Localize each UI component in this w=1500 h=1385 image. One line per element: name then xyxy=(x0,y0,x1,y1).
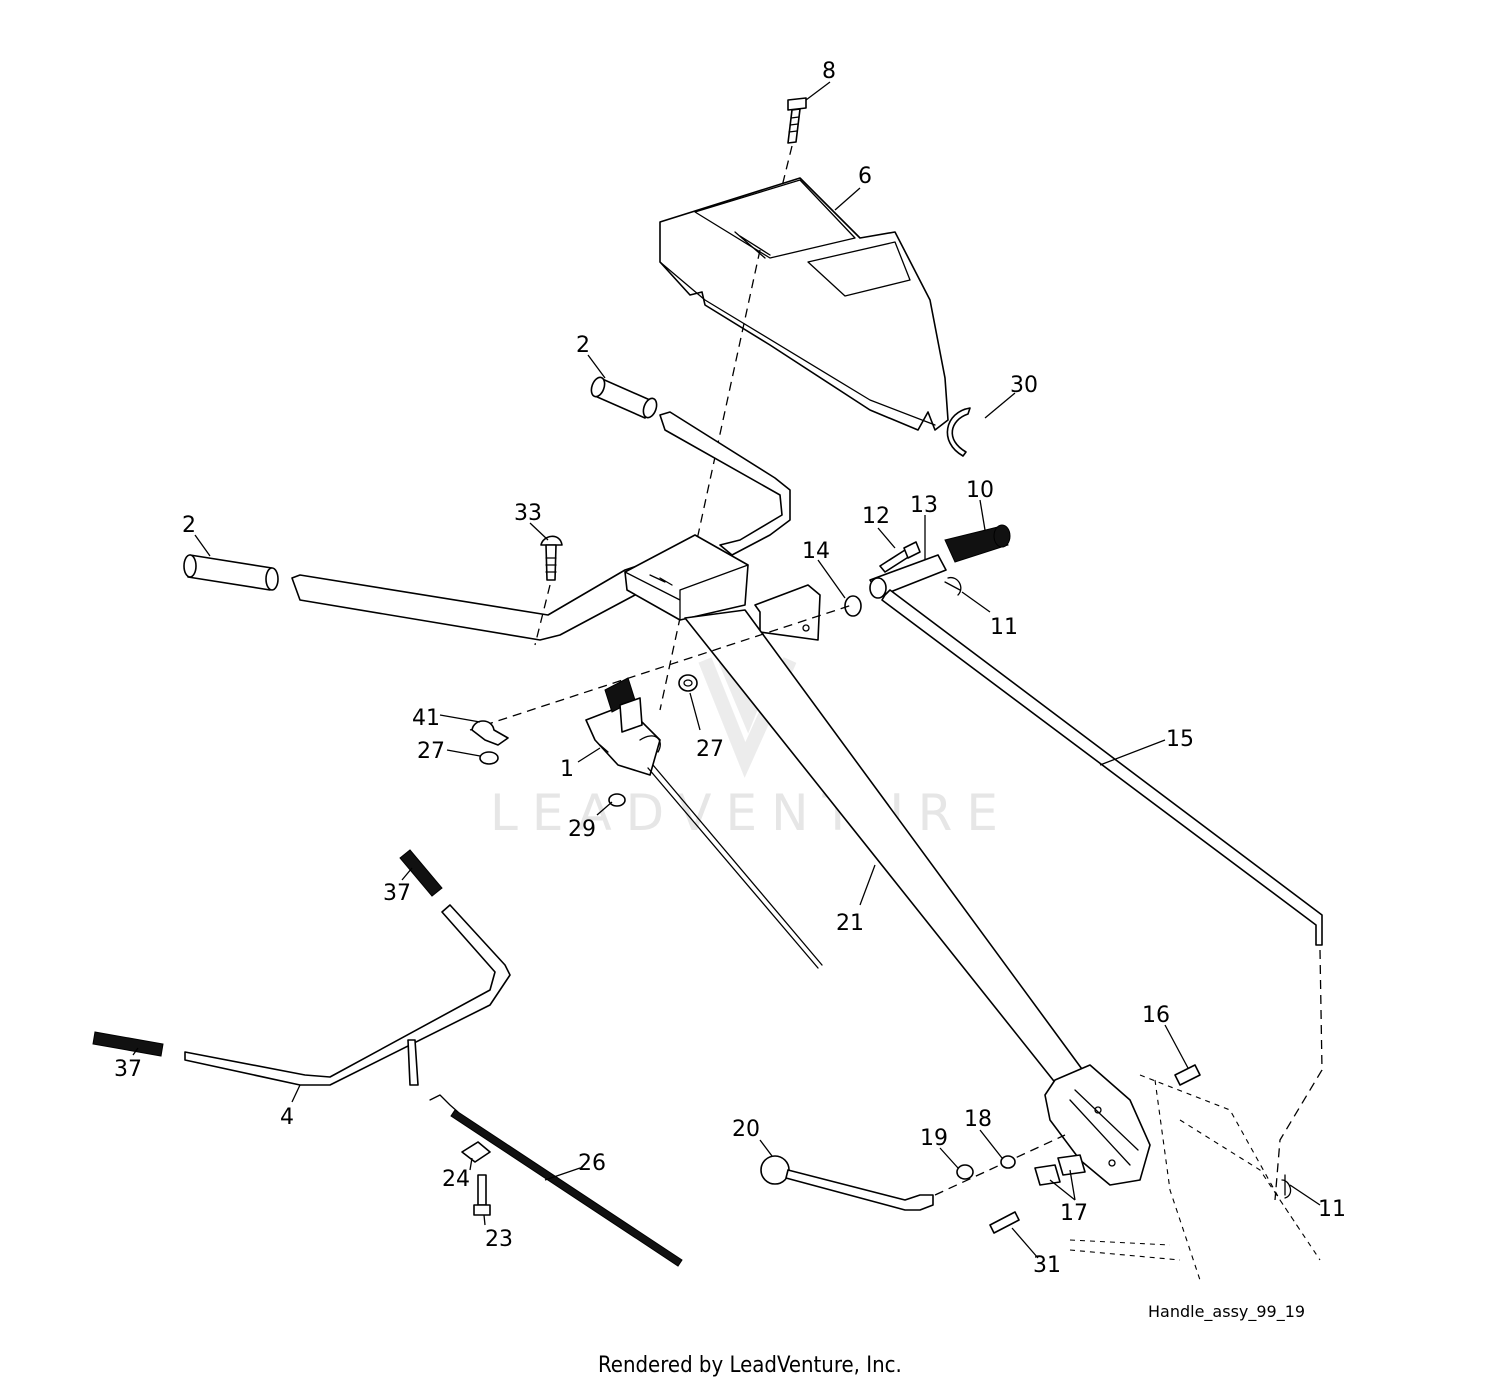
callout-6: 6 xyxy=(858,164,872,189)
part-37-grip-left xyxy=(92,1031,164,1057)
leader-lines xyxy=(132,81,1321,1259)
part-18-nut xyxy=(1000,1155,1016,1169)
part-17-blocks xyxy=(1034,1154,1086,1186)
handle-bracket xyxy=(624,534,749,621)
part-23-bolt xyxy=(473,1174,491,1216)
part-29-nut xyxy=(608,793,626,807)
callout-26: 26 xyxy=(578,1151,606,1176)
part-15-rod xyxy=(881,589,1323,1201)
part-31-bolt xyxy=(989,1211,1020,1234)
part-27-nut-right xyxy=(678,674,698,692)
footer-credit: Rendered by LeadVenture, Inc. xyxy=(598,1353,902,1378)
part-4-lever xyxy=(184,904,511,1086)
callout-11: 11 xyxy=(1318,1197,1346,1222)
part-24-clip xyxy=(461,1141,491,1163)
part-2-grip-upper xyxy=(590,376,658,419)
callout-2: 2 xyxy=(576,333,590,358)
callout-37: 37 xyxy=(383,881,411,906)
part-11-cotter-lower xyxy=(1281,1174,1292,1199)
callout-20: 20 xyxy=(732,1117,760,1142)
part-33-bolt xyxy=(534,535,563,646)
callout-11: 11 xyxy=(990,615,1018,640)
part-16-bolt xyxy=(1174,1064,1201,1086)
part-1-bracket xyxy=(585,677,823,969)
part-14-spacer xyxy=(844,595,862,617)
frame-outline xyxy=(1069,1074,1321,1281)
callout-29: 29 xyxy=(568,817,596,842)
watermark-text: LEADVENTURE xyxy=(490,784,1012,842)
callout-27: 27 xyxy=(417,739,445,764)
callout-1: 1 xyxy=(560,757,574,782)
callout-18: 18 xyxy=(964,1107,992,1132)
callout-13: 13 xyxy=(910,493,938,518)
part-20-shift-lever xyxy=(760,1155,934,1211)
part-26-cable xyxy=(429,1094,683,1267)
callout-12: 12 xyxy=(862,504,890,529)
part-13-shaft xyxy=(869,554,947,599)
callout-23: 23 xyxy=(485,1227,513,1252)
part-19-washer xyxy=(956,1164,974,1180)
callout-19: 19 xyxy=(920,1126,948,1151)
part-27-nut-left xyxy=(479,751,499,765)
callout-30: 30 xyxy=(1010,373,1038,398)
callout-14: 14 xyxy=(802,539,830,564)
part-10-grip xyxy=(944,524,1011,563)
callout-2: 2 xyxy=(182,513,196,538)
callout-labels: 8 6 2 30 2 33 12 13 10 14 11 41 27 27 1 … xyxy=(114,59,1346,1278)
handle-height-bracket xyxy=(754,584,821,641)
part-2-grip-left xyxy=(183,554,279,591)
part-30-clip xyxy=(946,407,971,457)
diagram-caption: Handle_assy_99_19 xyxy=(1148,1302,1305,1322)
part-21-handle-tube xyxy=(684,609,1151,1186)
callout-37: 37 xyxy=(114,1057,142,1082)
callout-16: 16 xyxy=(1142,1003,1170,1028)
callout-33: 33 xyxy=(514,501,542,526)
callout-4: 4 xyxy=(280,1105,294,1130)
part-11-cotter-upper xyxy=(944,576,962,596)
callout-8: 8 xyxy=(822,59,836,84)
part-6-console xyxy=(659,177,949,431)
part-41-clamp xyxy=(471,720,509,746)
callout-27: 27 xyxy=(696,737,724,762)
callout-17: 17 xyxy=(1060,1201,1088,1226)
callout-24: 24 xyxy=(442,1167,470,1192)
part-37-grip-upper xyxy=(399,849,443,897)
callout-41: 41 xyxy=(412,706,440,731)
callout-10: 10 xyxy=(966,478,994,503)
callout-21: 21 xyxy=(836,911,864,936)
callout-31: 31 xyxy=(1033,1253,1061,1278)
callout-15: 15 xyxy=(1166,727,1194,752)
part-12-bolt xyxy=(879,541,921,573)
